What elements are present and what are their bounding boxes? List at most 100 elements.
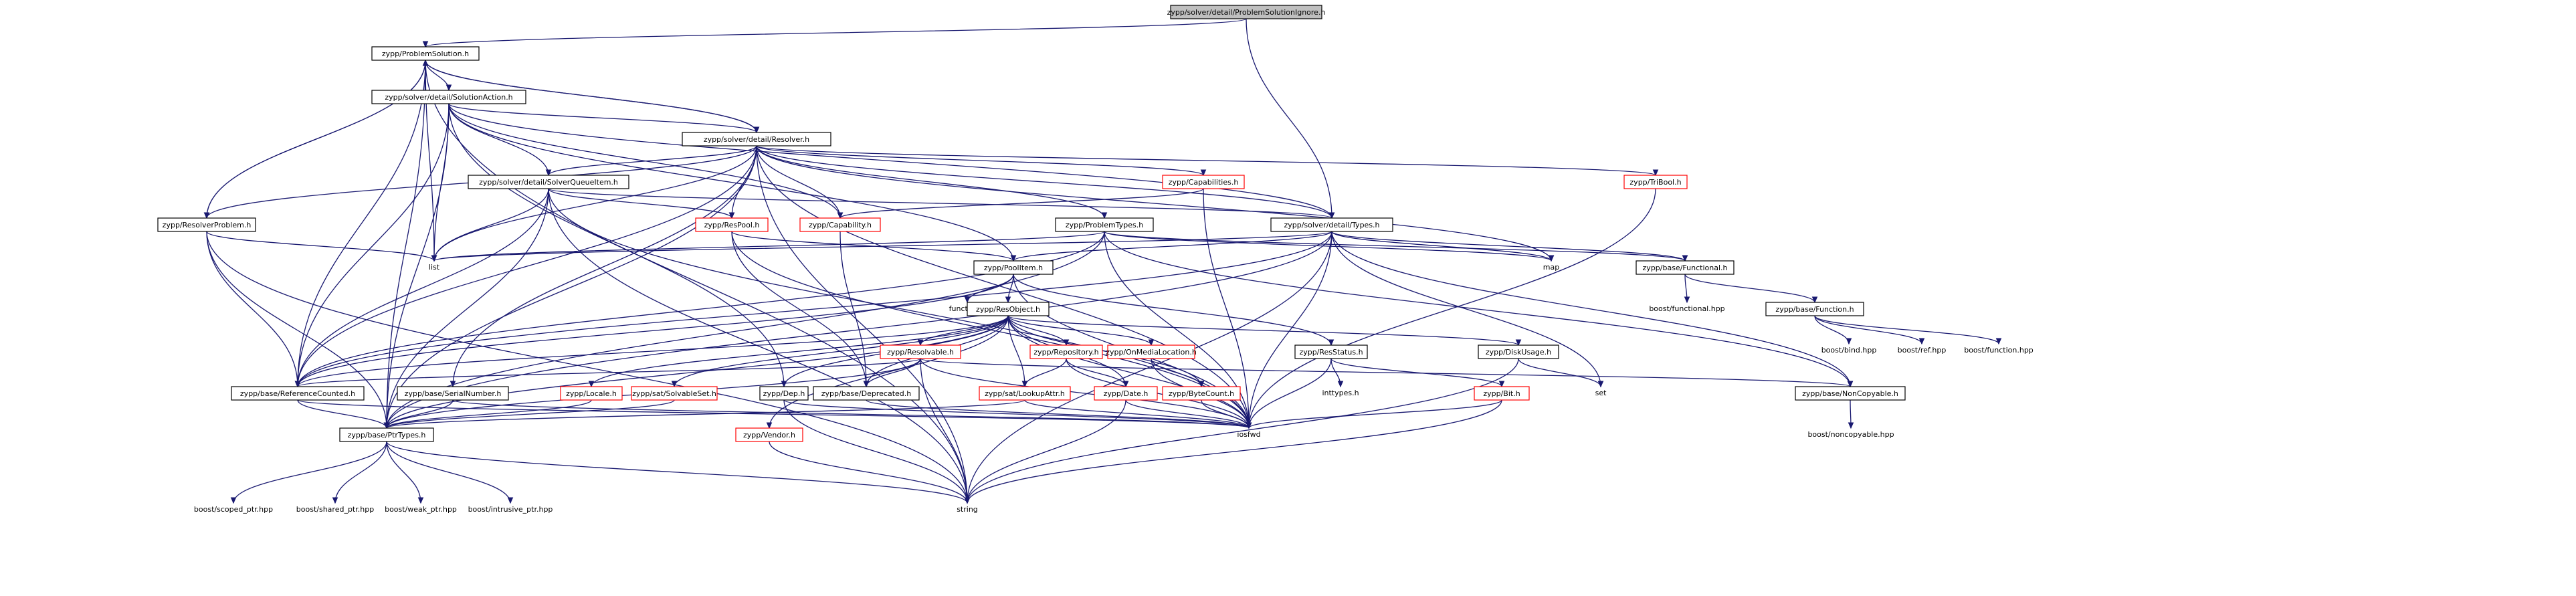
edge-sqi-to-respool	[548, 188, 732, 219]
edge-resolvable-to-refcounted	[297, 358, 921, 387]
node-deprecated[interactable]: zypp/base/Deprecated.h	[813, 386, 920, 401]
node-box-lookupattr	[979, 386, 1071, 401]
edge-rp-to-string	[206, 231, 968, 504]
node-sqi[interactable]: zypp/solver/detail/SolverQueueItem.h	[468, 175, 629, 189]
node-label-bscoped: boost/scoped_ptr.hpp	[194, 505, 273, 514]
edge-deprecated-to-iosfwd	[866, 399, 1250, 429]
node-label-lookupattr: zypp/sat/LookupAttr.h	[985, 389, 1065, 398]
node-label-bref: boost/ref.hpp	[1898, 346, 1947, 355]
node-locale[interactable]: zypp/Locale.h	[560, 386, 623, 401]
node-box-deprecated	[813, 386, 920, 401]
edge-poolitem-to-refcounted	[297, 274, 1014, 387]
edge-probtypes-to-map	[1104, 231, 1552, 262]
node-label-repository: zypp/Repository.h	[1033, 348, 1098, 357]
node-ptrtypes[interactable]: zypp/base/PtrTypes.h	[339, 427, 434, 442]
node-bytecount[interactable]: zypp/ByteCount.h	[1162, 386, 1241, 401]
node-bit[interactable]: zypp/Bit.h	[1474, 386, 1530, 401]
arrowhead-resobject-to-onmedia	[1148, 339, 1155, 346]
node-repository[interactable]: zypp/Repository.h	[1029, 344, 1103, 359]
node-ps[interactable]: zypp/ProblemSolution.h	[371, 46, 480, 61]
node-resolvable[interactable]: zypp/Resolvable.h	[880, 344, 961, 359]
edge-types-to-poolitem	[1013, 231, 1332, 262]
edge-layer	[203, 18, 2002, 504]
edge-bfunction_h-to-bref	[1814, 315, 1922, 344]
arrowhead-resolvable-to-deprecated	[863, 381, 870, 388]
edge-resolver-to-iosfwd	[756, 145, 1250, 429]
node-noncopyable[interactable]: zypp/base/NonCopyable.h	[1795, 386, 1906, 401]
node-probtypes[interactable]: zypp/ProblemTypes.h	[1055, 217, 1154, 232]
arrowhead-types-to-map	[1548, 255, 1555, 262]
edge-rp-to-ptrtypes	[206, 231, 387, 429]
node-vendor[interactable]: zypp/Vendor.h	[735, 427, 803, 442]
edge-resolver-to-map	[756, 145, 1552, 262]
edge-tribool-to-iosfwd	[1248, 188, 1656, 429]
edge-resolver-to-sqi	[548, 145, 757, 176]
node-label-bytecount: zypp/ByteCount.h	[1169, 389, 1234, 398]
arrowhead-types-to-functional_h	[1682, 255, 1688, 262]
node-label-bfunction_h: zypp/base/Function.h	[1775, 305, 1854, 314]
arrowhead-functional_h-to-bfunction_h	[1811, 296, 1818, 304]
node-sa[interactable]: zypp/solver/detail/SolutionAction.h	[371, 90, 526, 104]
node-layer: zypp/solver/detail/ProblemSolutionIgnore…	[157, 5, 2034, 514]
node-bfunction: boost/function.hpp	[1964, 346, 2034, 355]
edge-caps-to-iosfwd	[1203, 188, 1250, 429]
node-capability[interactable]: zypp/Capability.h	[799, 217, 881, 232]
arrowhead-ptrtypes-to-string	[964, 497, 971, 504]
arrowhead-types-to-list	[431, 255, 437, 262]
edge-sqi-to-refcounted	[297, 188, 549, 387]
edge-sqi-to-ptrtypes	[386, 188, 549, 429]
node-bref: boost/ref.hpp	[1898, 346, 1947, 355]
node-poolitem[interactable]: zypp/PoolItem.h	[973, 260, 1054, 275]
node-root[interactable]: zypp/solver/detail/ProblemSolutionIgnore…	[1167, 5, 1326, 19]
node-iosfwd: iosfwd	[1237, 430, 1260, 439]
node-serial[interactable]: zypp/base/SerialNumber.h	[397, 386, 509, 401]
node-list: list	[429, 263, 440, 272]
edge-sa-to-refcounted	[297, 103, 450, 387]
node-resolver[interactable]: zypp/solver/detail/Resolver.h	[682, 132, 831, 146]
node-resobject[interactable]: zypp/ResObject.h	[967, 302, 1050, 316]
edge-date-to-iosfwd	[1125, 399, 1250, 429]
edge-solvableset-to-ptrtypes	[386, 399, 675, 429]
arrowhead-ptrtypes-to-bshared	[332, 497, 338, 504]
node-label-bnoncopyable: boost/noncopyable.hpp	[1807, 430, 1894, 439]
edge-sqi-to-string	[548, 188, 968, 504]
edge-serial-to-ptrtypes	[386, 399, 454, 429]
node-respool[interactable]: zypp/ResPool.h	[695, 217, 769, 232]
node-onmedia[interactable]: zypp/OnMediaLocation.h	[1106, 344, 1197, 359]
edge-types-to-noncopyable	[1331, 231, 1851, 387]
edge-resolver-to-tribool	[756, 145, 1656, 176]
edge-caps-to-capability	[839, 188, 1204, 219]
node-label-capability: zypp/Capability.h	[809, 221, 872, 229]
edge-dep-to-iosfwd	[783, 399, 1250, 429]
node-label-noncopyable: zypp/base/NonCopyable.h	[1802, 389, 1898, 398]
arrowhead-resolver-to-tribool	[1652, 169, 1659, 177]
node-solvableset[interactable]: zypp/sat/SolvableSet.h	[631, 386, 718, 401]
edge-resolvable-to-noncopyable	[920, 358, 1851, 387]
node-map: map	[1543, 263, 1559, 272]
node-functional_h[interactable]: zypp/base/Functional.h	[1636, 260, 1735, 275]
node-label-poolitem: zypp/PoolItem.h	[984, 264, 1043, 272]
node-diskusage[interactable]: zypp/DiskUsage.h	[1478, 344, 1559, 359]
node-types[interactable]: zypp/solver/detail/Types.h	[1270, 217, 1393, 232]
node-rp[interactable]: zypp/ResolverProblem.h	[157, 217, 256, 232]
arrowhead-resolver-to-caps	[1200, 169, 1207, 177]
edge-sa-to-ptrtypes	[386, 103, 450, 429]
node-dep[interactable]: zypp/Dep.h	[759, 386, 809, 401]
node-lookupattr[interactable]: zypp/sat/LookupAttr.h	[979, 386, 1071, 401]
arrowhead-ptrtypes-to-bintrusive	[507, 497, 514, 504]
node-bscoped: boost/scoped_ptr.hpp	[194, 505, 273, 514]
node-box-repository	[1029, 344, 1103, 359]
node-caps[interactable]: zypp/Capabilities.h	[1162, 175, 1245, 189]
node-bfunction_h[interactable]: zypp/base/Function.h	[1765, 302, 1864, 316]
node-label-sa: zypp/solver/detail/SolutionAction.h	[385, 93, 512, 102]
node-resstatus[interactable]: zypp/ResStatus.h	[1294, 344, 1368, 359]
edge-types-to-iosfwd	[1248, 231, 1332, 429]
node-box-dep	[759, 386, 809, 401]
edge-rp-to-list	[206, 231, 435, 262]
node-box-refcounted	[231, 386, 365, 401]
node-tribool[interactable]: zypp/TriBool.h	[1623, 175, 1688, 189]
node-date[interactable]: zypp/Date.h	[1094, 386, 1158, 401]
node-refcounted[interactable]: zypp/base/ReferenceCounted.h	[231, 386, 365, 401]
node-box-capability	[799, 217, 881, 232]
edge-resobject-to-diskusage	[1007, 315, 1519, 346]
